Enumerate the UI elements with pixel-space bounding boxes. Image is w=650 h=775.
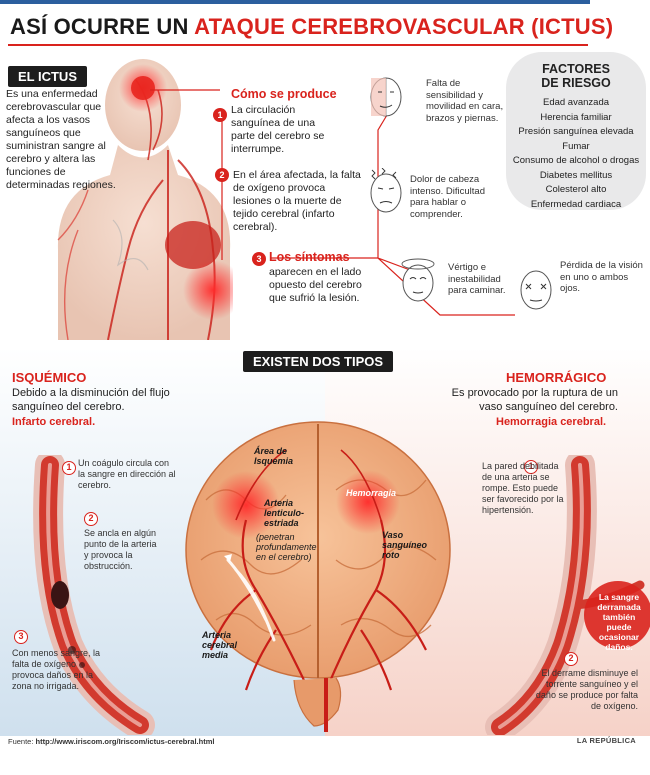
isq-step2-number: 2 <box>84 512 98 526</box>
title-part1: ASÍ OCURRE UN <box>10 14 189 39</box>
step2-text: En el área afectada, la falta de oxígeno… <box>233 169 361 233</box>
blood-spill-shape <box>584 581 650 649</box>
isq-step1-number: 1 <box>62 461 76 475</box>
isq-step3-number: 3 <box>14 630 28 644</box>
hem-step2-text: El derrame disminuye el torrente sanguín… <box>535 668 638 711</box>
hemorragico-sub: Hemorragia cerebral. <box>496 416 607 428</box>
source-url[interactable]: http://www.iriscom.org/Iriscom/ictus-cer… <box>35 737 215 746</box>
step1-text: La circulación sanguínea de una parte de… <box>231 104 325 155</box>
el-ictus-tag: EL ICTUS <box>8 66 87 87</box>
risk-item: Colesterol alto <box>545 184 607 195</box>
page-title: ASÍ OCURRE UN ATAQUE CEREBROVASCULAR (IC… <box>10 14 613 40</box>
risk-item: Enfermedad cardiaca <box>530 198 622 210</box>
symptom-glow <box>183 260 233 320</box>
isq-step3-text: Con menos sangre, la falta de oxígeno pr… <box>12 648 101 691</box>
step-connectors <box>150 89 515 316</box>
isq-step1-text: Un coágulo circula con la sangre en dire… <box>78 458 176 490</box>
title-part2: ATAQUE CEREBROVASCULAR (ICTUS) <box>194 14 614 39</box>
vision-loss-face-icon <box>520 270 552 310</box>
label-arteria-lenticulo: Arteria lenticulo- estriada <box>264 498 304 528</box>
torso-illustration <box>57 59 233 340</box>
label-penetran: (penetran profundamente en el cerebro) <box>256 532 317 562</box>
risk-factors-box <box>506 52 646 210</box>
source-label: Fuente: <box>8 737 34 746</box>
risk-item: Fumar <box>562 140 590 152</box>
brain-illustration <box>185 421 451 732</box>
risk-item: Diabetes mellitus <box>539 169 613 181</box>
hem-step1-text: La pared debilitada de una arteria se ro… <box>482 461 564 515</box>
symptom-vertigo: Vértigo e inestabilidad para caminar. <box>448 262 506 296</box>
risk-title-line1: FACTORES <box>542 62 610 76</box>
symptoms-heading: Los síntomas <box>269 250 350 264</box>
top-accent-bar <box>0 0 590 4</box>
symptom-vision: Pérdida de la visión en uno o ambos ojos… <box>560 260 643 294</box>
como-heading: Cómo se produce <box>231 87 337 101</box>
step2-number: 2 <box>215 168 229 182</box>
isquemico-text: Debido a la disminución del flujo sanguí… <box>12 387 170 413</box>
isquemico-sub: Infarto cerebral. <box>12 416 96 428</box>
risk-item: Consumo de alcohol o drogas <box>512 155 640 166</box>
label-arteria-media: Arteria cerebral media <box>202 630 238 660</box>
label-hemorragia: Hemorragia <box>346 488 397 498</box>
title-underline <box>8 44 588 46</box>
brand-logo: LA REPÚBLICA <box>576 736 636 745</box>
vertigo-face-icon <box>401 258 435 302</box>
step3-text: aparecen en el lado opuesto del cerebro … <box>269 266 362 304</box>
ictus-intro: Es una enfermedad cerebrovascular que af… <box>6 88 116 191</box>
ischemic-artery-illustration <box>33 455 155 735</box>
hem-callout: La sangre derramada también puede ocasio… <box>597 592 641 652</box>
label-vaso-roto: Vaso sanguíneo roto <box>382 530 428 560</box>
headache-face-icon <box>370 168 402 213</box>
arrow-lines <box>226 558 276 642</box>
symptom-headache: Dolor de cabeza intenso. Dificultad para… <box>410 174 485 220</box>
isquemico-heading: ISQUÉMICO <box>12 370 87 385</box>
risk-item: Herencia familiar <box>540 111 612 123</box>
step1-number: 1 <box>213 108 227 122</box>
risk-title-line2: DE RIESGO <box>541 76 611 90</box>
hemorrhage-glow <box>336 470 400 534</box>
hem-step2-number: 2 <box>564 652 578 666</box>
existen-dos-tipos-tag: EXISTEN DOS TIPOS <box>243 351 394 372</box>
heart-shape <box>165 221 221 269</box>
hemorrhagic-artery-illustration <box>485 455 650 735</box>
hemorragico-heading: HEMORRÁGICO <box>506 370 607 385</box>
risk-factors-list: Edad avanzada Herencia familiar Presión … <box>506 96 646 212</box>
symptom-numbness: Falta de sensibilidad y movilidad en car… <box>426 78 504 124</box>
isq-step2-text: Se ancla en algún punto de la arteria y … <box>84 528 157 571</box>
source-footer: Fuente: http://www.iriscom.org/Iriscom/i… <box>8 737 214 746</box>
hem-step1-number: 1 <box>524 460 538 474</box>
step3-number: 3 <box>252 252 266 266</box>
risk-item: Presión sanguínea elevada <box>518 126 634 137</box>
risk-factors-title: FACTORES DE RIESGO <box>506 62 646 90</box>
numb-face-icon <box>370 77 402 117</box>
label-area-isquemia: Área de Isquemia <box>254 446 294 466</box>
risk-item: Edad avanzada <box>542 97 610 108</box>
hemorragico-text: Es provocado por la ruptura de un vaso s… <box>451 387 618 413</box>
ischemia-area-glow <box>212 471 280 539</box>
clot-shape <box>51 581 69 609</box>
